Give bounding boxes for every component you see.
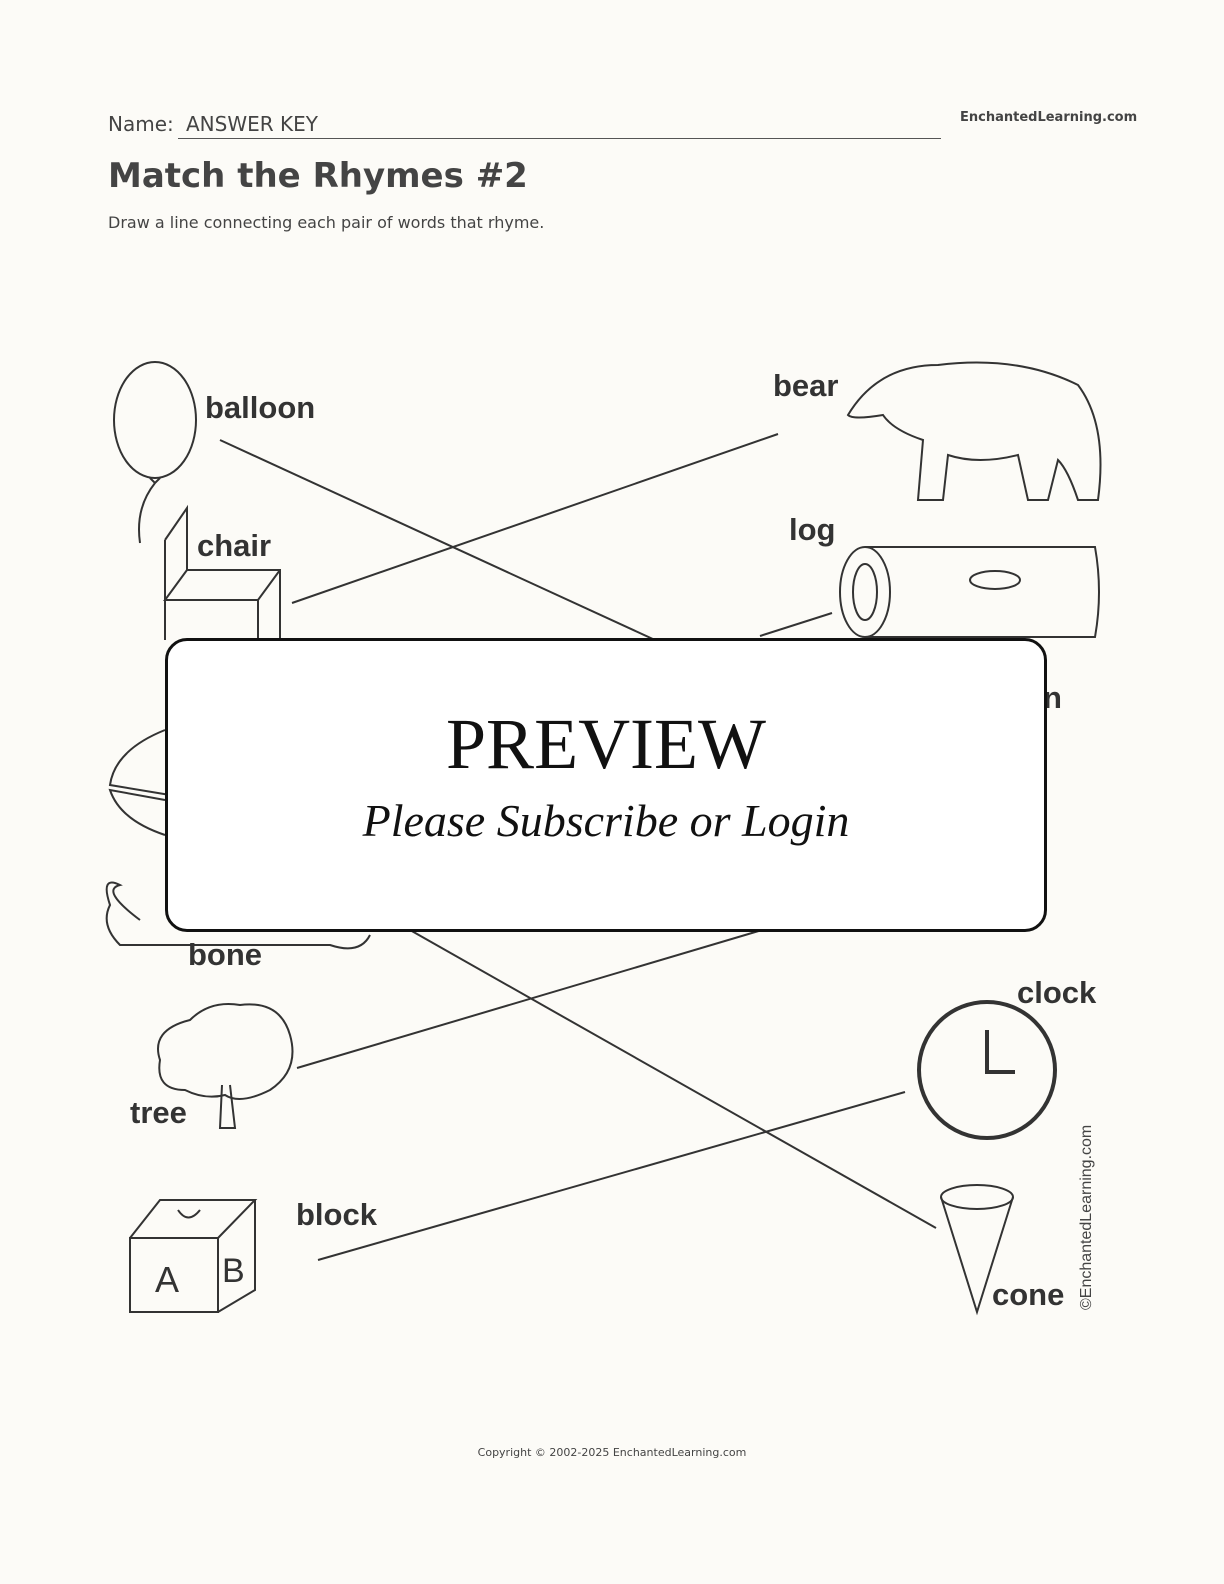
word-cone: cone	[992, 1277, 1065, 1312]
svg-text:A: A	[155, 1259, 179, 1300]
preview-overlay[interactable]: PREVIEW Please Subscribe or Login	[165, 638, 1047, 932]
tree-icon	[157, 1003, 294, 1129]
word-bone: bone	[188, 937, 263, 972]
block-icon: A B	[129, 1199, 258, 1313]
instructions: Draw a line connecting each pair of word…	[108, 213, 545, 232]
word-bear: bear	[773, 368, 839, 403]
preview-title: PREVIEW	[446, 704, 766, 784]
chair-icon	[163, 504, 281, 640]
bone-icon	[105, 881, 371, 950]
name-value: ANSWER KEY	[186, 112, 318, 136]
bear-icon	[846, 361, 1102, 501]
word-clock: clock	[1017, 975, 1097, 1010]
clock-icon	[917, 1000, 1057, 1140]
cone-icon	[940, 1184, 1014, 1316]
balloon-icon	[113, 361, 197, 544]
svg-text:B: B	[222, 1252, 245, 1290]
word-partial: n	[1043, 680, 1062, 715]
hamburger-icon	[108, 729, 171, 836]
page-title: Match the Rhymes #2	[108, 156, 528, 196]
word-chair: chair	[197, 528, 272, 563]
word-balloon: balloon	[205, 390, 316, 425]
answer-lines	[219, 433, 937, 1261]
log-icon	[839, 546, 1100, 638]
vertical-credit: ©EnchantedLearning.com	[1078, 1124, 1095, 1310]
brand-link[interactable]: EnchantedLearning.com	[960, 110, 1138, 125]
word-log: log	[789, 512, 836, 547]
word-tree: tree	[130, 1095, 187, 1130]
name-label: Name:	[108, 112, 174, 136]
name-underline	[178, 138, 941, 139]
copyright: Copyright © 2002-2025 EnchantedLearning.…	[477, 1446, 747, 1459]
subscribe-login-link[interactable]: Please Subscribe or Login	[362, 795, 850, 846]
word-block: block	[296, 1197, 377, 1232]
